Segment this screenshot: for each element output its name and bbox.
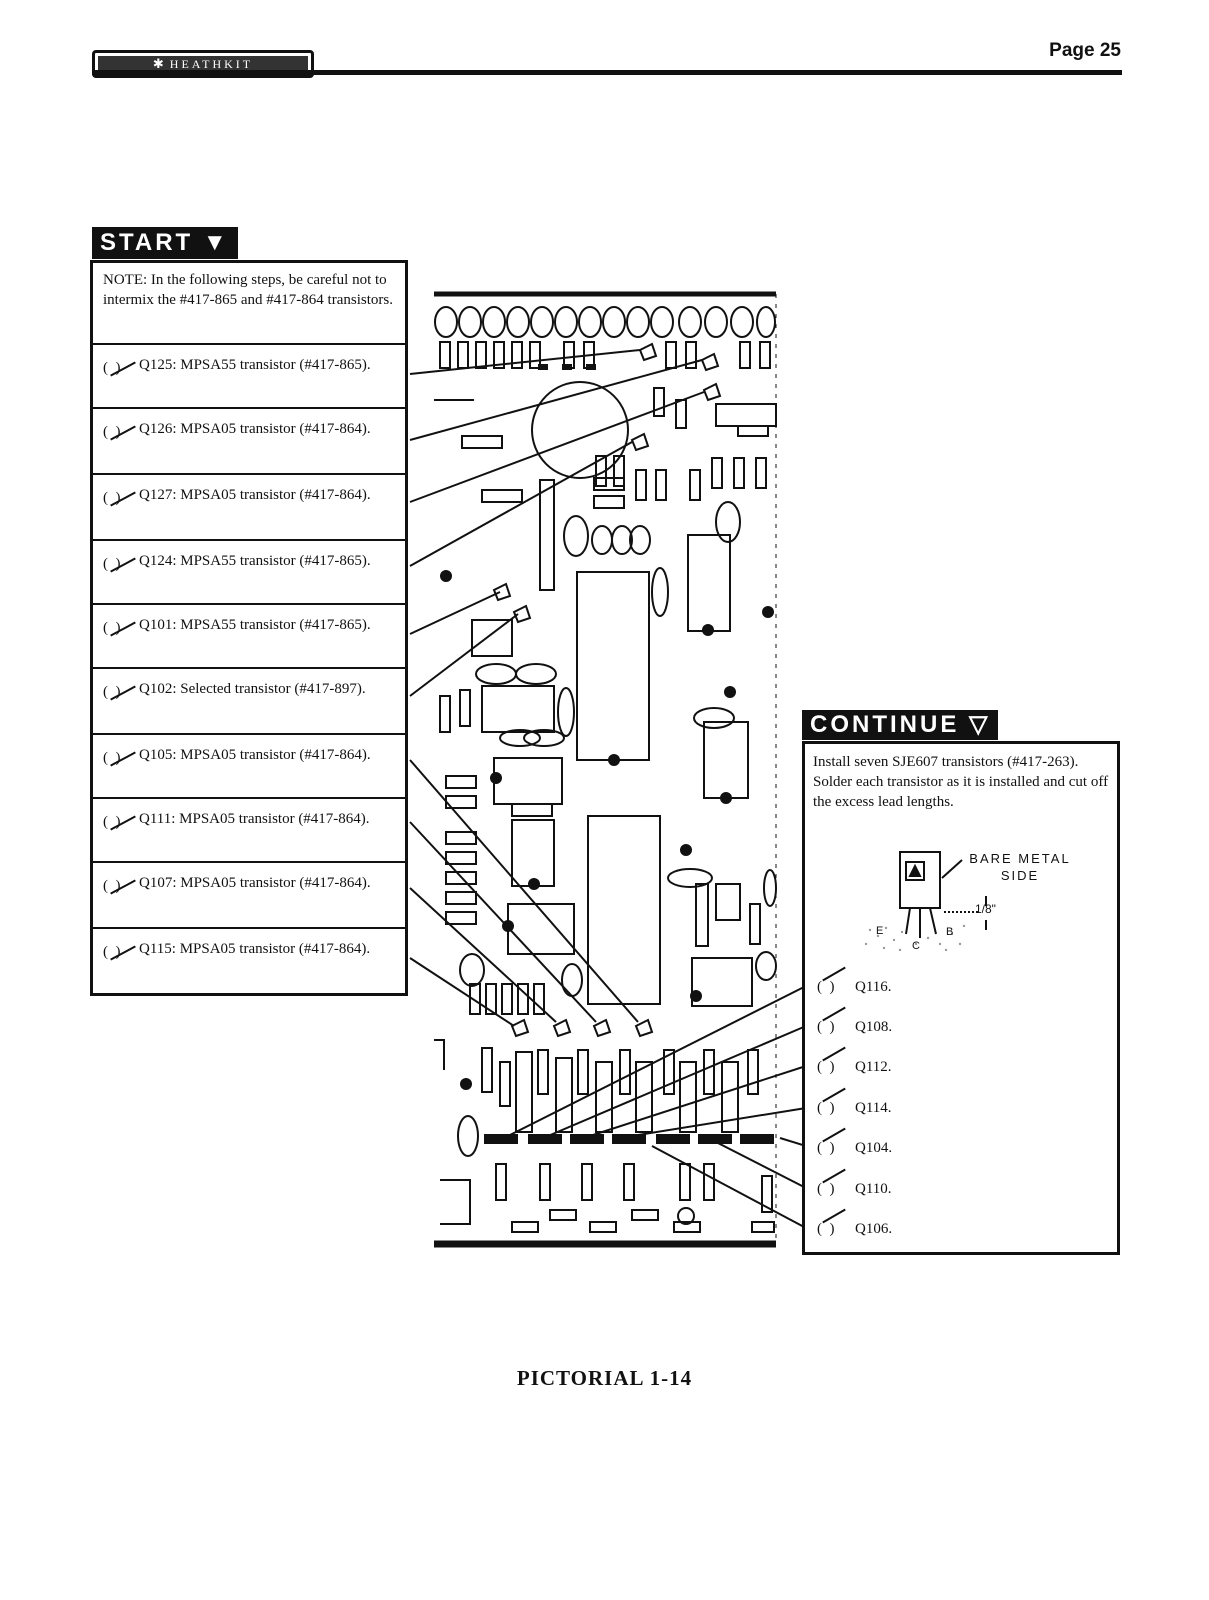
step-q124: ( )Q124: MPSA55 transistor (#417-865). <box>93 539 405 603</box>
step-q125: ( )Q125: MPSA55 transistor (#417-865). <box>93 343 405 407</box>
checkbox[interactable]: ( ) <box>103 942 139 962</box>
checkbox[interactable]: ( ) <box>103 422 139 442</box>
step-q115: ( )Q115: MPSA05 transistor (#417-864). <box>93 927 405 993</box>
step-q104: ( )Q104. <box>817 1140 893 1157</box>
caution-note: NOTE: In the following steps, be careful… <box>103 272 393 308</box>
checkbox[interactable]: ( ) <box>817 1100 855 1117</box>
checkbox[interactable]: ( ) <box>817 979 855 996</box>
checkbox[interactable]: ( ) <box>817 1181 855 1198</box>
step-q116: ( )Q116. <box>817 979 892 996</box>
start-tab: START ▼ <box>92 227 238 259</box>
checkbox[interactable]: ( ) <box>103 554 139 574</box>
step-q110: ( )Q110. <box>817 1181 892 1198</box>
heathkit-emblem-icon: ✱ <box>152 56 164 71</box>
page-number: Page 25 <box>1049 40 1121 61</box>
checkbox[interactable]: ( ) <box>817 1059 855 1076</box>
start-label: START <box>100 229 194 256</box>
brand-name: HEATHKIT <box>169 56 254 71</box>
lead-height-dimension: 1/8" <box>975 902 996 916</box>
checkbox[interactable]: ( ) <box>817 1221 855 1238</box>
checkbox[interactable]: ( ) <box>103 358 139 378</box>
step-q102: ( )Q102: Selected transistor (#417-897). <box>93 667 405 733</box>
step-q114: ( )Q114. <box>817 1100 892 1117</box>
bare-metal-side-label: BARE METAL SIDE <box>969 851 1071 883</box>
step-q127: ( )Q127: MPSA05 transistor (#417-864). <box>93 473 405 539</box>
checkbox[interactable]: ( ) <box>103 488 139 508</box>
step-q126: ( )Q126: MPSA05 transistor (#417-864). <box>93 407 405 473</box>
checkbox[interactable]: ( ) <box>103 682 139 702</box>
continue-tab: CONTINUE ▽ <box>802 710 999 740</box>
step-q105: ( )Q105: MPSA05 transistor (#417-864). <box>93 733 405 797</box>
checkbox[interactable]: ( ) <box>817 1140 855 1157</box>
checkbox[interactable]: ( ) <box>103 618 139 638</box>
checkbox[interactable]: ( ) <box>103 748 139 768</box>
checkbox[interactable]: ( ) <box>817 1019 855 1036</box>
step-q108: ( )Q108. <box>817 1019 893 1036</box>
checkbox[interactable]: ( ) <box>103 812 139 832</box>
start-steps-box: NOTE: In the following steps, be careful… <box>90 260 408 996</box>
step-q107: ( )Q107: MPSA05 transistor (#417-864). <box>93 861 405 927</box>
continue-steps-box: Install seven SJE607 transistors (#417-2… <box>802 741 1120 1255</box>
heatsink-row <box>484 1134 774 1144</box>
collector-lead-label: C <box>912 940 920 952</box>
continue-label: CONTINUE <box>810 711 960 738</box>
capacitor-row-top <box>434 306 776 338</box>
step-q112: ( )Q112. <box>817 1059 892 1076</box>
arrow-down-outline-icon: ▽ <box>969 711 991 738</box>
step-q111: ( )Q111: MPSA05 transistor (#417-864). <box>93 797 405 861</box>
install-instruction: Install seven SJE607 transistors (#417-2… <box>813 754 1109 810</box>
header-rule <box>92 70 1122 75</box>
arrow-down-icon: ▼ <box>202 229 230 256</box>
step-q106: ( )Q106. <box>817 1221 893 1238</box>
emitter-lead-label: E <box>876 925 884 937</box>
checkbox[interactable]: ( ) <box>103 876 139 896</box>
step-q101: ( )Q101: MPSA55 transistor (#417-865). <box>93 603 405 667</box>
base-lead-label: B <box>946 926 954 938</box>
pictorial-caption: PICTORIAL 1-14 <box>516 1366 693 1390</box>
